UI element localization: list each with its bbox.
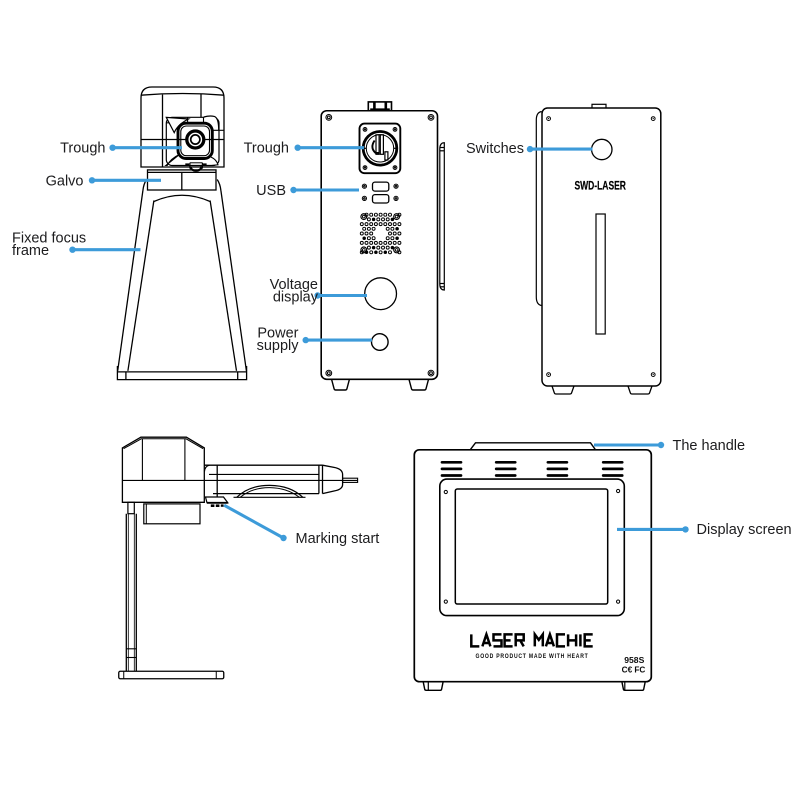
svg-text:frame: frame [12,243,49,259]
svg-text:SWD-LASER: SWD-LASER [574,178,626,192]
svg-text:display: display [273,290,319,306]
svg-text:Galvo: Galvo [46,173,84,189]
svg-text:supply: supply [257,338,300,354]
svg-text:Voltage: Voltage [270,277,318,293]
svg-text:Fixed focus: Fixed focus [12,230,86,246]
svg-text:Trough: Trough [244,141,289,157]
svg-text:Display screen: Display screen [697,522,792,538]
svg-text:Switches: Switches [466,141,524,157]
svg-text:USB: USB [256,183,286,199]
svg-text:Trough: Trough [60,141,105,157]
svg-text:Power: Power [257,326,298,342]
svg-text:Marking start: Marking start [296,531,380,547]
svg-text:C€ FC: C€ FC [622,665,646,674]
svg-text:GOOD PRODUCT MADE WITH HEART: GOOD PRODUCT MADE WITH HEART [476,653,589,660]
svg-text:958S: 958S [624,655,644,665]
svg-text:The handle: The handle [673,438,746,454]
